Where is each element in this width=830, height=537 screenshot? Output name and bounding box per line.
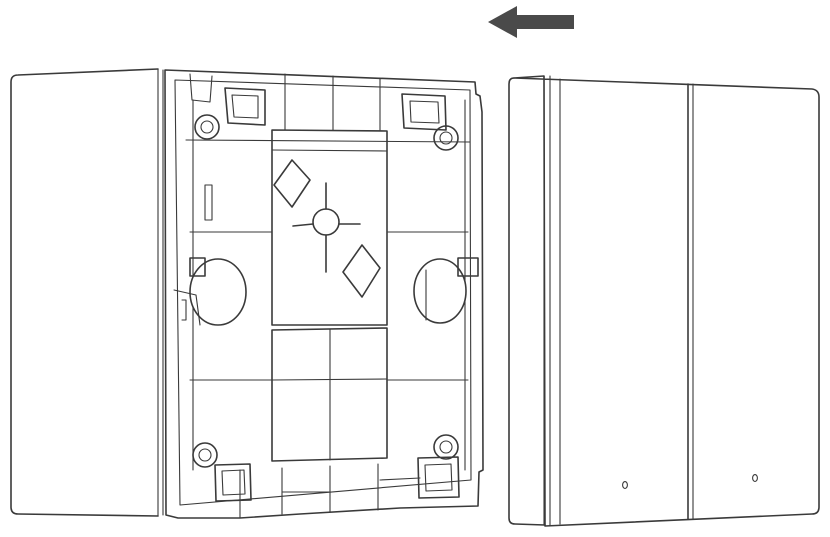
- bottom-right-screw-lug: [417, 434, 460, 499]
- top-left-screw-lug: [194, 87, 266, 140]
- left-gang-indicator-dot: [622, 481, 628, 489]
- panel-front-face: [513, 75, 820, 527]
- top-right-screw-lug: [401, 93, 459, 151]
- switch-panel: [508, 75, 820, 527]
- left-clamp-knob: [173, 257, 247, 326]
- right-gang-indicator-dot: [752, 474, 758, 482]
- bracket-center-plate: [271, 129, 388, 326]
- bottom-left-screw-lug: [192, 442, 252, 502]
- direction-arrow-icon: [488, 6, 574, 38]
- bracket-lower-plate: [271, 327, 388, 462]
- right-clamp-knob: [413, 257, 479, 324]
- mounting-bracket: [10, 68, 484, 519]
- bracket-side-face: [10, 68, 164, 517]
- gang-divider: [687, 83, 694, 520]
